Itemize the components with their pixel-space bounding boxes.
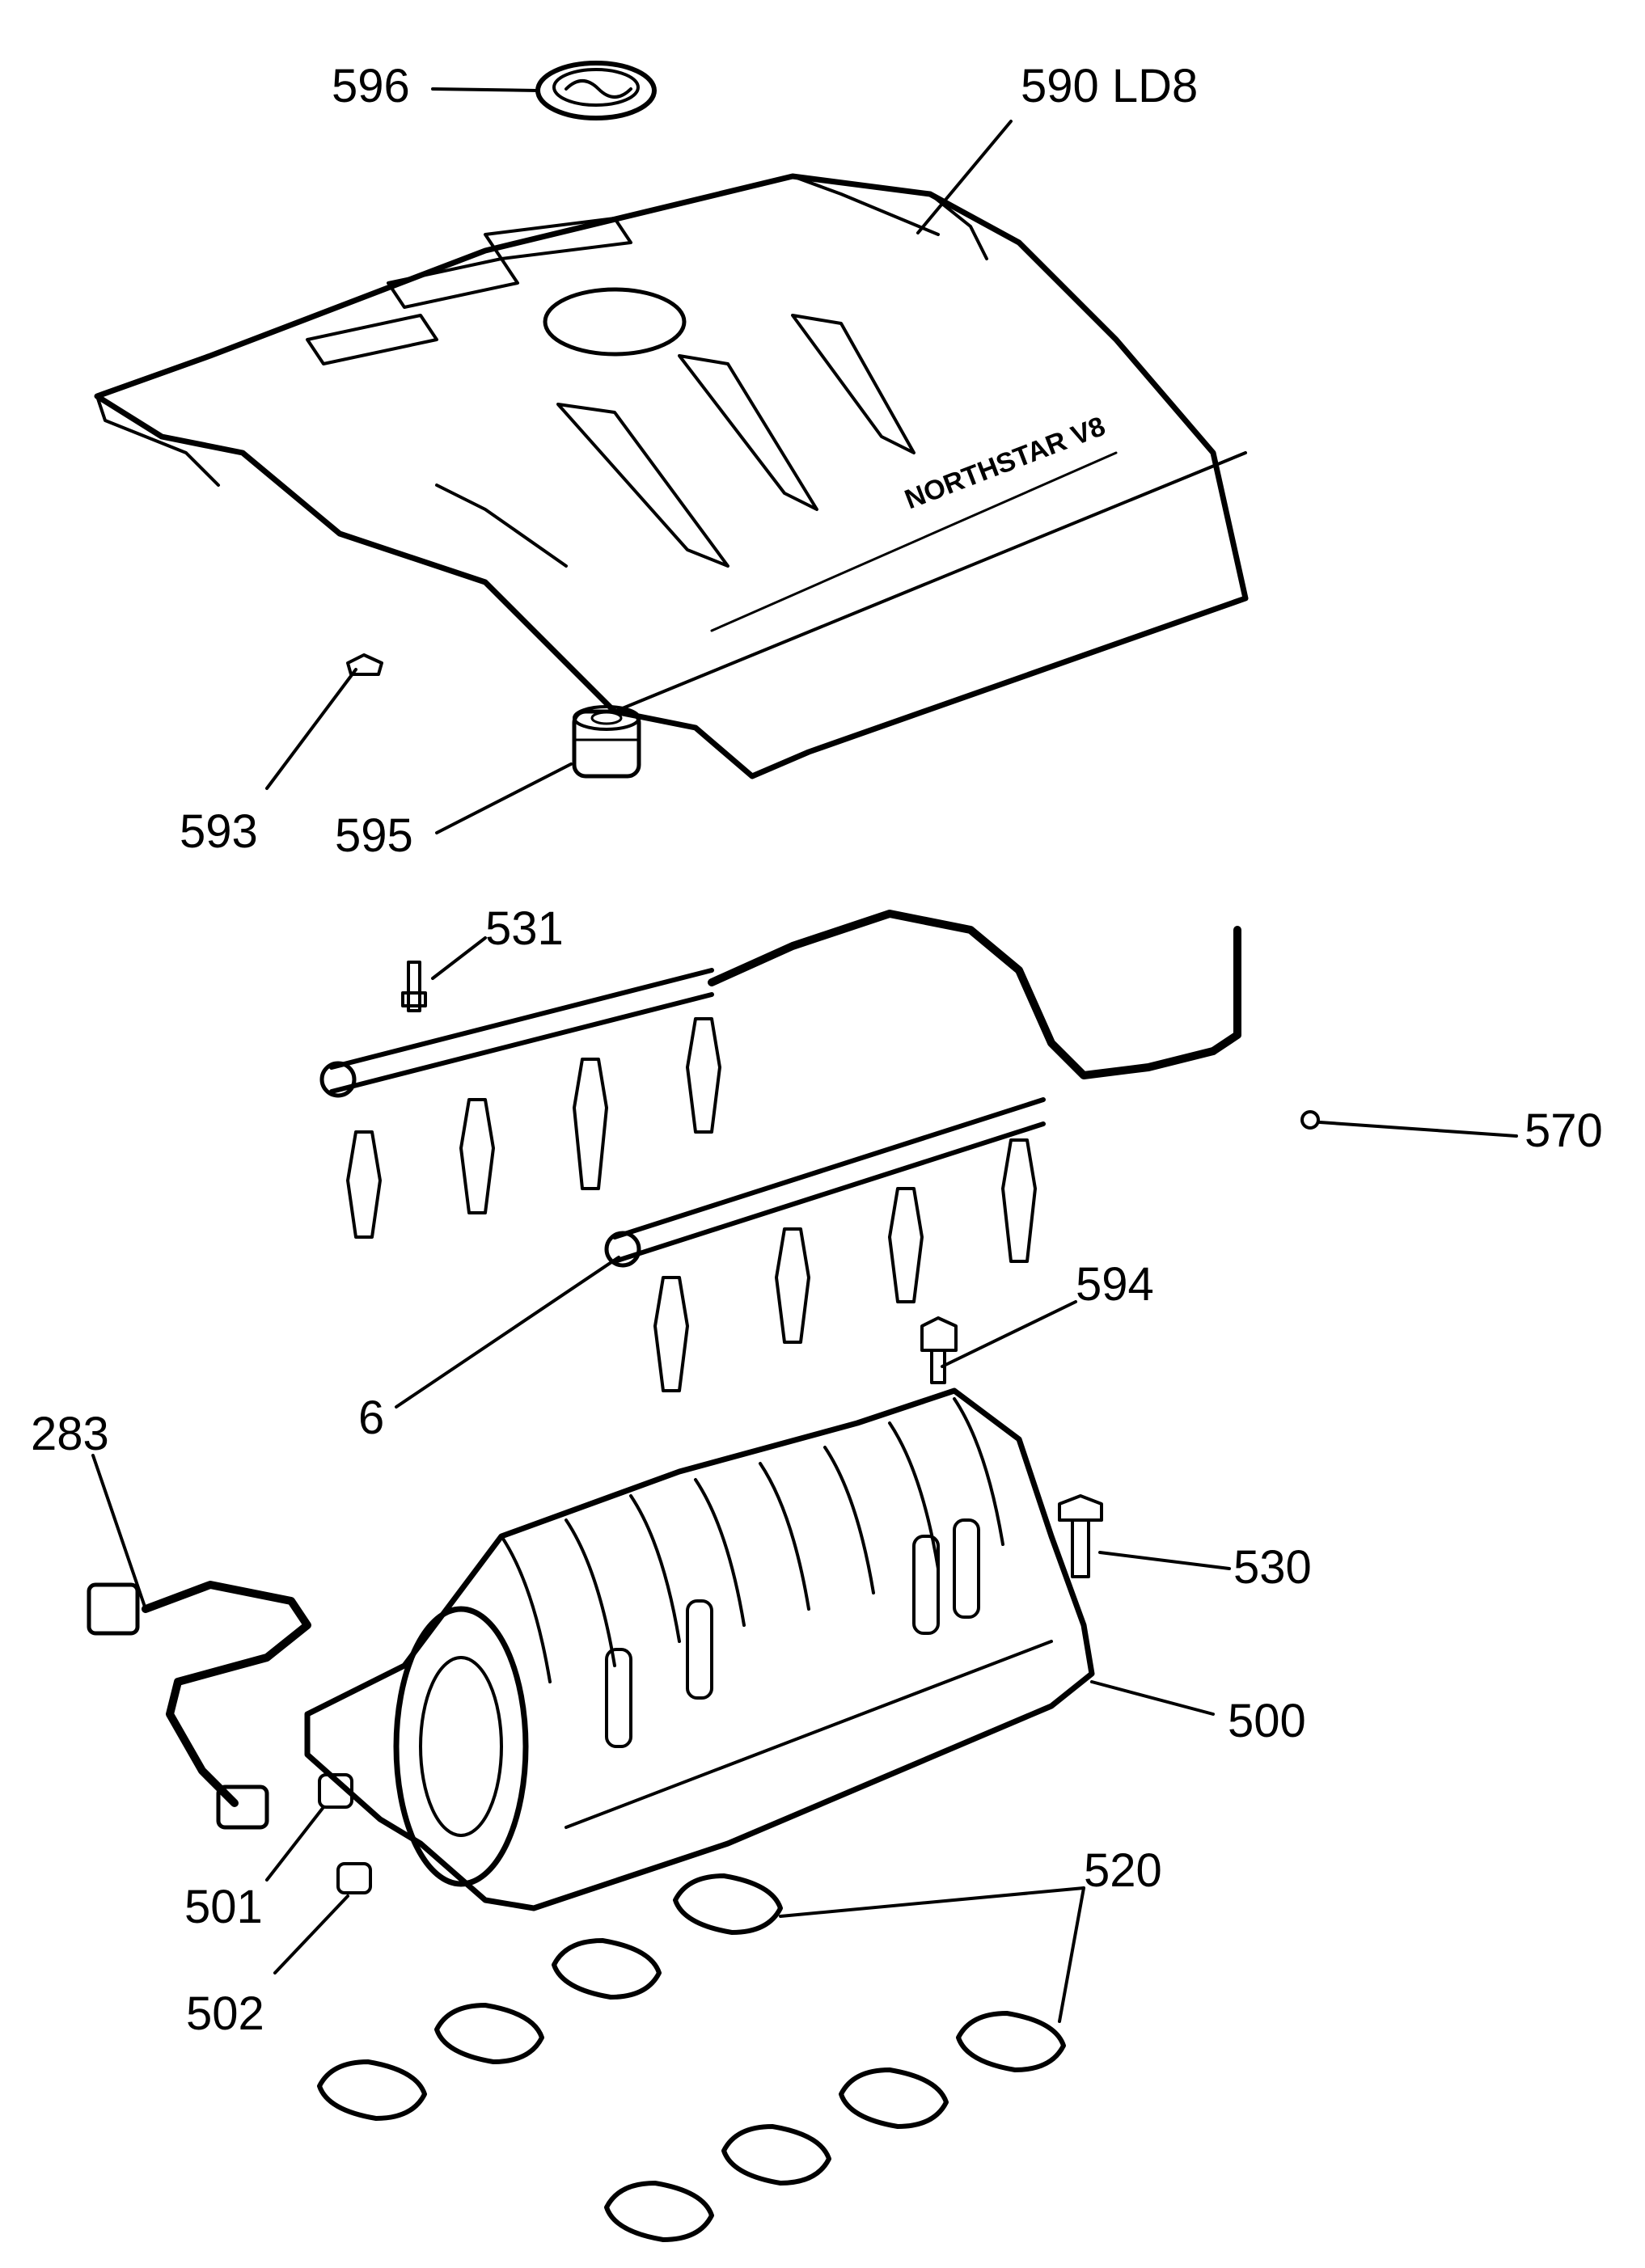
callout-520: 520 xyxy=(1084,1844,1162,1897)
cover-brand-text: NORTHSTAR V8 xyxy=(901,411,1110,515)
nut-570 xyxy=(1300,1110,1320,1130)
callout-6: 6 xyxy=(358,1392,385,1444)
fuel-rail-assembly-6 xyxy=(319,910,1241,1392)
callout-501: 501 xyxy=(184,1881,263,1933)
stud-593 xyxy=(346,653,383,676)
stud-594 xyxy=(920,1316,958,1384)
bolt-531 xyxy=(401,961,427,1012)
callout-596: 596 xyxy=(332,60,410,112)
sensor-harness-283 xyxy=(87,1581,311,1830)
callout-593: 593 xyxy=(180,805,258,858)
engine-cover-590: NORTHSTAR V8 xyxy=(94,173,1249,779)
intake-manifold-500 xyxy=(304,1387,1095,1911)
callout-590: 590 LD8 xyxy=(1021,60,1199,112)
plug-502 xyxy=(336,1862,372,1894)
callout-502: 502 xyxy=(186,1987,264,2040)
gaskets-520 xyxy=(317,1873,1066,2242)
callout-283: 283 xyxy=(31,1408,109,1460)
leader-lines xyxy=(91,87,1518,2023)
plug-501 xyxy=(318,1773,353,1809)
callout-500: 500 xyxy=(1228,1695,1306,1747)
callout-594: 594 xyxy=(1076,1258,1154,1311)
grommet-595 xyxy=(572,705,641,779)
emblem-596 xyxy=(535,61,657,120)
callout-595: 595 xyxy=(335,809,413,862)
callout-570: 570 xyxy=(1524,1104,1603,1157)
callout-531: 531 xyxy=(485,902,564,955)
callout-530: 530 xyxy=(1233,1541,1312,1594)
bolt-530 xyxy=(1058,1494,1103,1578)
